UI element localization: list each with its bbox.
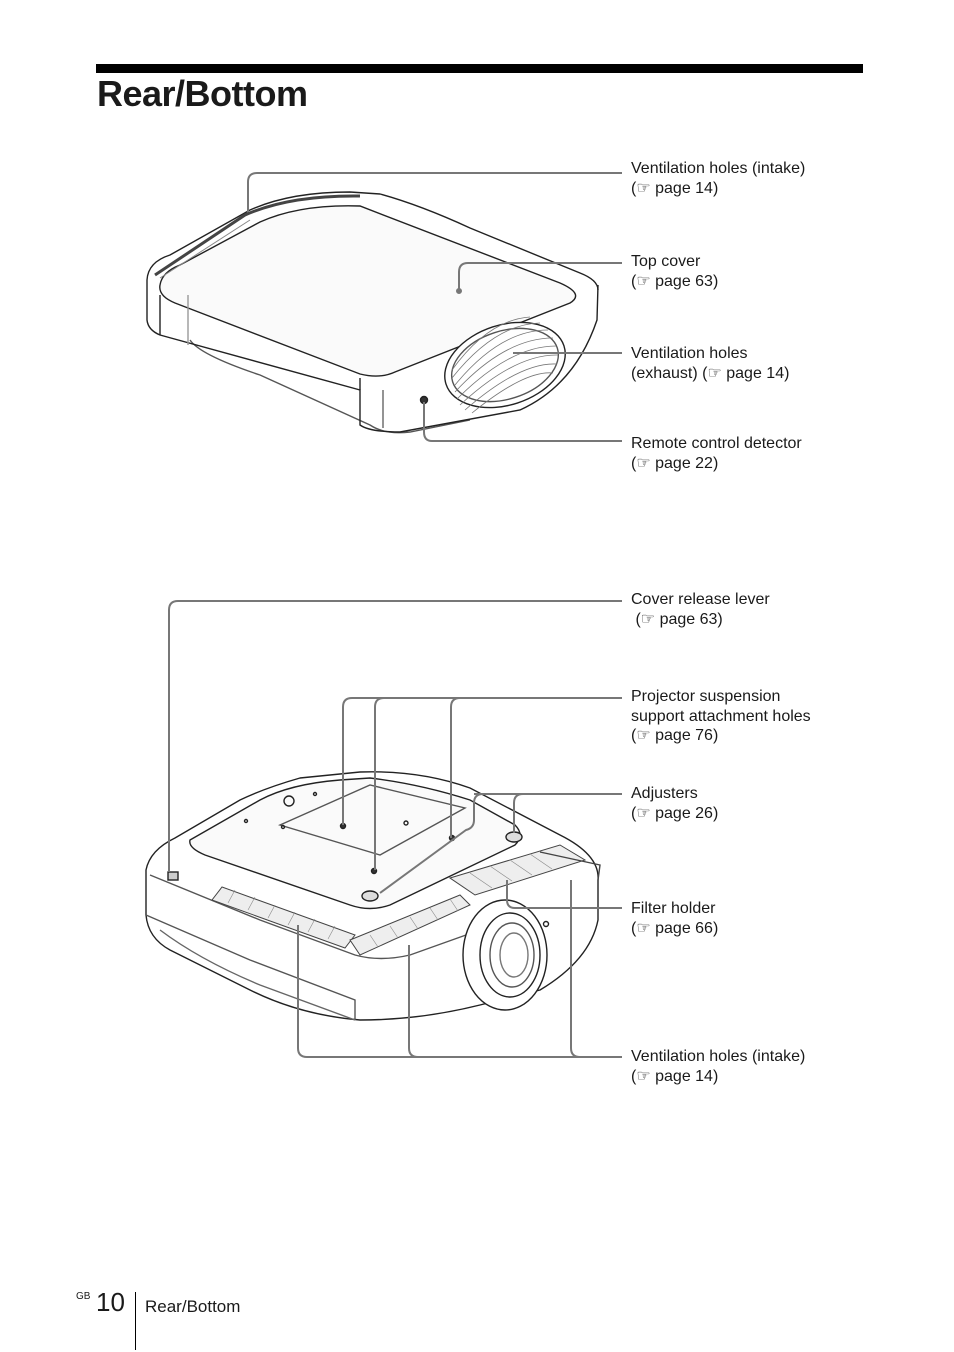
callout-label: Filter holder <box>631 900 716 917</box>
footer-region-code: GB <box>76 1291 91 1302</box>
page-reference: (☞ page 76) <box>631 727 719 744</box>
callout-suspension-holes: Projector suspension support attachment … <box>631 687 811 746</box>
callout-ventilation-exhaust: Ventilation holes (exhaust) (☞ page 14) <box>631 344 789 383</box>
page-title: Rear/Bottom <box>97 73 308 114</box>
page-reference: (☞ page 26) <box>631 804 719 822</box>
top-leader-lines <box>247 172 622 442</box>
footer-divider <box>135 1292 136 1350</box>
page-reference: (☞ page 66) <box>631 919 719 937</box>
callout-label: Cover release lever <box>631 591 770 608</box>
callout-label: Remote control detector <box>631 435 802 452</box>
callout-top-cover: Top cover (☞ page 63) <box>631 252 718 291</box>
callout-remote-detector: Remote control detector (☞ page 22) <box>631 434 802 473</box>
callout-ventilation-intake-bottom: Ventilation holes (intake) (☞ page 14) <box>631 1047 805 1086</box>
projector-top-view-illustration <box>146 191 599 434</box>
page-reference: (☞ page 63) <box>631 272 719 290</box>
title-rule <box>96 64 863 73</box>
callout-label: Top cover <box>631 253 701 270</box>
projector-bottom-view-illustration <box>145 771 601 1021</box>
callout-label: Ventilation holes <box>631 345 748 362</box>
callout-cover-release-lever: Cover release lever (☞ page 63) <box>631 590 770 629</box>
page-reference: (☞ page 14) <box>631 179 719 197</box>
callout-filter-holder: Filter holder (☞ page 66) <box>631 899 718 938</box>
callout-adjusters: Adjusters (☞ page 26) <box>631 784 718 823</box>
page-reference: (☞ page 14) <box>631 1067 719 1085</box>
callout-label: Adjusters <box>631 785 698 802</box>
footer-section-label: Rear/Bottom <box>145 1297 241 1316</box>
callout-ventilation-intake-top: Ventilation holes (intake) (☞ page 14) <box>631 159 805 198</box>
callout-label: Ventilation holes (intake) <box>631 1048 806 1065</box>
bottom-leader-lines <box>168 600 622 1058</box>
page-reference: (☞ page 22) <box>631 454 719 472</box>
page-reference: (exhaust) (☞ page 14) <box>631 364 790 382</box>
callout-label: Projector suspension <box>631 688 781 705</box>
page-reference: (☞ page 63) <box>631 610 723 628</box>
callout-label: Ventilation holes (intake) <box>631 160 806 177</box>
callout-label-line2: support attachment holes <box>631 707 811 725</box>
footer-page-number: 10 <box>96 1287 125 1317</box>
